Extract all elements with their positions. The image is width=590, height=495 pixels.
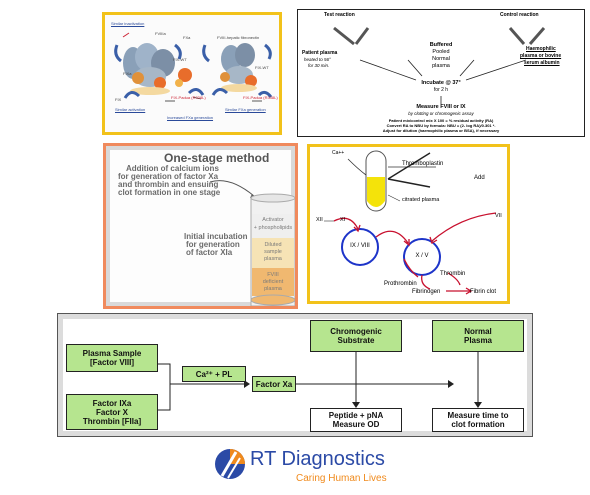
rt-diagnostics-logo: RT Diagnostics Caring Human Lives — [214, 446, 394, 490]
measure-time-text: Measure time to — [447, 411, 509, 420]
formula-3: Adjust for dilution (haemophilic plasma … — [382, 128, 500, 133]
factor-x-text: Factor X — [95, 407, 128, 417]
incubate-label: Incubate @ 37° — [421, 80, 461, 86]
factor-viii-text: [Factor VIII] — [89, 358, 134, 367]
incubation-text-1: Initial incubation — [184, 232, 248, 241]
layer-phospholipids: + phospholipids — [253, 225, 293, 231]
plasma-label: plasma — [432, 63, 450, 69]
test-reaction-label: Test reaction — [324, 12, 355, 18]
normal-label: Normal — [432, 56, 450, 62]
citrated-plasma-label: citrated plasma — [402, 197, 440, 203]
label-fix: FIX — [115, 97, 122, 102]
calcium-text-3: and thrombin and ensuing — [118, 180, 219, 189]
for-30-label: for 30 min. — [308, 63, 330, 68]
thromboplastin-label: Thromboplastin — [402, 161, 444, 167]
layer-diluted-3: plasma — [264, 256, 282, 262]
plasma-text: Plasma — [463, 336, 493, 345]
panel-chromogenic-flow: Plasma Sample [Factor VIII] Factor IXa F… — [57, 313, 533, 437]
plasma-or-bovine-label: plasma or bovine — [520, 53, 562, 59]
haemophilic-label: Haemophilic — [526, 46, 556, 52]
label-increased-fxa: Increased FXa generation — [167, 115, 214, 120]
bethesda-flow-arrows — [333, 26, 546, 104]
vii-label: VII — [495, 213, 502, 219]
xii-label: XII — [316, 217, 323, 223]
heated-label: heated to 56° — [304, 57, 331, 62]
ix-viii-label: IX / VIII — [350, 243, 370, 249]
plasma-sample-box: Plasma Sample [Factor VIII] — [66, 344, 158, 372]
serum-albumin-label: serum albumin — [524, 60, 560, 66]
factor-ixa-text: Factor IXa — [92, 398, 132, 408]
thrombin-label: Thrombin — [440, 271, 466, 277]
calcium-text-1: Addition of calcium ions — [126, 164, 219, 173]
fibrin-clot-label: Fibrin clot — [470, 289, 497, 295]
panel-one-stage-method: One-stage method Addition of calcium ion… — [103, 143, 298, 309]
ca-pl-box: Ca²⁺ + PL — [182, 366, 246, 382]
fix-mechanism-illustration — [114, 32, 273, 102]
layer-fviii-1: FVIII — [267, 272, 279, 278]
incubation-text-3: of factor XIa — [186, 248, 233, 257]
normal-text: Normal — [464, 327, 492, 336]
calcium-text-2: for generation of factor Xa — [118, 172, 219, 181]
xi-label: XI — [340, 217, 346, 223]
patient-plasma-label: Patient plasma — [302, 50, 338, 56]
fibrinogen-label: Fibrinogen — [412, 289, 441, 295]
ca-label: Ca++ — [332, 150, 345, 156]
peptide-text: Peptide + pNA — [328, 411, 384, 420]
by-clotting-label: by clotting or chromogenic assay — [408, 111, 474, 116]
buffered-label: Buffered — [429, 42, 453, 48]
layer-fviii-3: plasma — [264, 286, 282, 292]
ca-pl-text: Ca²⁺ + PL — [195, 369, 233, 379]
thrombin-iia-text: Thrombin [FIIa] — [82, 416, 142, 426]
label-fviiia: FVIIIa — [155, 31, 166, 36]
formula-1: Patient mix/control mix X 100 = % residu… — [388, 118, 494, 123]
label-fix-padua-2: FIX-Padua (R338L) — [243, 95, 278, 100]
cascade-diagram — [324, 150, 497, 295]
brand-tagline: Caring Human Lives — [296, 473, 387, 484]
layer-activator: Activator — [262, 217, 284, 223]
reagents-box: Factor IXa Factor X Thrombin [FIIa] — [66, 394, 158, 430]
prothrombin-label: Prothrombin — [384, 281, 417, 287]
chromogenic-substrate-box: Chromogenic Substrate — [310, 320, 402, 352]
peptide-pna-box: Peptide + pNA Measure OD — [310, 408, 402, 432]
flow-connectors — [158, 352, 482, 411]
plasma-sample-text: Plasma Sample — [82, 349, 142, 358]
factor-xa-box: Factor Xa — [252, 376, 296, 392]
label-fix-wt-2: FIX-WT — [255, 65, 269, 70]
one-stage-tube — [209, 180, 295, 306]
panel-bethesda-assay: Test reaction Control reaction Patient p… — [297, 9, 585, 137]
one-stage-title: One-stage method — [164, 151, 270, 165]
label-similar-fxa: Similar FXa generation — [225, 107, 266, 112]
normal-plasma-box: Normal Plasma — [432, 320, 524, 352]
label-fix-padua: FIX-Padua (R338L) — [171, 95, 206, 100]
calcium-text-4: clot formation in one stage — [118, 188, 221, 197]
measure-od-text: Measure OD — [332, 420, 380, 429]
x-v-label: X / V — [415, 253, 429, 259]
formula-2: Convert RA to NBU by formula: NBU = (2- … — [386, 123, 496, 128]
clot-time-box: Measure time to clot formation — [432, 408, 524, 432]
layer-diluted-2: sample — [264, 249, 282, 255]
pooled-label: Pooled — [432, 49, 450, 55]
panel-coagulation-cascade: Ca++ Thromboplastin Add citrated plasma … — [307, 144, 510, 304]
substrate-text: Substrate — [337, 336, 375, 345]
panel-factor-ix-mechanism: Similar inactivation FVIIIa FXa FIX-WT F… — [102, 12, 282, 135]
label-similar-inactivation: Similar inactivation — [111, 21, 145, 26]
add-label: Add — [474, 175, 485, 181]
factor-xa-text: Factor Xa — [255, 379, 293, 389]
for-2h-label: for 2 h — [433, 87, 449, 93]
brand-name: RT Diagnostics — [250, 448, 385, 470]
label-fviii-r: FVIII-hepatic fibronectin — [217, 35, 260, 40]
measure-fviii-label: Measure FVIII or IX — [416, 104, 466, 110]
chromogenic-text: Chromogenic — [330, 327, 382, 336]
label-fixa: FIXa — [123, 71, 132, 76]
incubation-text-2: for generation — [186, 240, 240, 249]
layer-fviii-2: deficient — [262, 279, 284, 285]
control-reaction-label: Control reaction — [500, 12, 539, 18]
logo-mark-icon — [215, 449, 245, 479]
label-similar-activation: Similar activation — [115, 107, 146, 112]
label-fix-wt: FIX-WT — [173, 57, 187, 62]
layer-diluted-1: Diluted — [264, 242, 282, 248]
label-fxa: FXa — [183, 35, 191, 40]
clot-formation-text: clot formation — [451, 420, 505, 429]
